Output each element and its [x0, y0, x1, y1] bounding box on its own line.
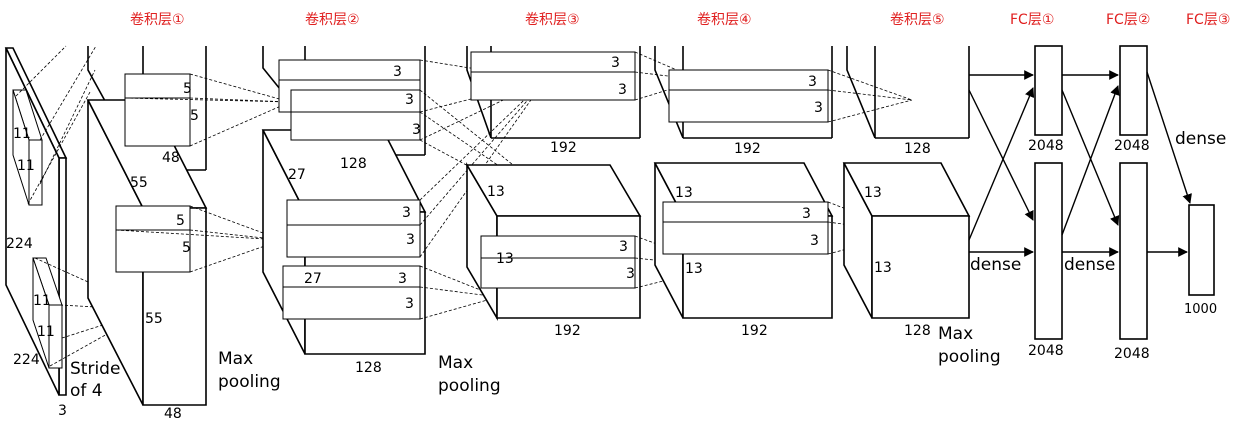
conv1-k3: 5 — [176, 213, 185, 229]
conv2-depth-bottom: 128 — [355, 360, 382, 376]
conv2-block — [261, 46, 427, 355]
conv5-depth-top: 128 — [904, 141, 931, 157]
conv3-depth-bottom: 192 — [554, 323, 581, 339]
conv3-depth-top: 192 — [550, 140, 577, 156]
pool5-line2: pooling — [938, 347, 1001, 367]
title-conv3: 卷积层③ — [525, 12, 580, 28]
conv1-size: 55 — [130, 175, 148, 191]
conv3-k3: 3 — [619, 239, 628, 255]
fc3-dense-label: dense — [1175, 129, 1226, 149]
pool5-line1: Max — [938, 324, 973, 344]
conv5-block — [842, 46, 971, 319]
fc2-dense-label: dense — [1064, 255, 1115, 275]
fc1-bottom-size: 2048 — [1028, 343, 1064, 359]
conv2-k3: 3 — [412, 122, 421, 138]
input-height: 224 — [6, 236, 33, 252]
conv3-size: 13 — [487, 184, 505, 200]
conv2-k4: 3 — [402, 205, 411, 221]
conv2-depth-top: 128 — [340, 156, 367, 172]
pool1-line2: pooling — [218, 372, 281, 392]
conv1-depth-top: 48 — [162, 150, 180, 166]
pool1-line1: Max — [218, 349, 253, 369]
title-fc3: FC层③ — [1186, 12, 1230, 28]
title-fc2: FC层② — [1106, 12, 1150, 28]
conv5-size: 13 — [864, 185, 882, 201]
conv1-out: 55 — [145, 311, 163, 327]
pool2-line2: pooling — [438, 376, 501, 396]
conv4-k2: 3 — [814, 100, 823, 116]
fc1-top-size: 2048 — [1028, 138, 1064, 154]
conv1-k4: 5 — [182, 240, 191, 256]
fc3-block — [1188, 204, 1215, 296]
conv2-k1: 3 — [393, 64, 402, 80]
conv1-k2: 5 — [190, 108, 199, 124]
conv2-k6b: 3 — [405, 296, 414, 312]
fc-arrows — [968, 70, 1192, 257]
conv5-size-inner: 13 — [874, 260, 892, 276]
pool2-line1: Max — [438, 353, 473, 373]
fc2-top-size: 2048 — [1114, 138, 1150, 154]
title-conv5: 卷积层⑤ — [890, 12, 945, 28]
conv2-size: 27 — [288, 167, 306, 183]
conv3-block — [465, 46, 642, 321]
title-conv1: 卷积层① — [130, 12, 185, 28]
fc1-dense-label: dense — [970, 255, 1021, 275]
input-width: 224 — [13, 352, 40, 368]
conv4-k3: 3 — [802, 206, 811, 222]
stride-label-2: of 4 — [70, 381, 103, 401]
conv2-k5: 3 — [406, 232, 415, 248]
title-conv4: 卷积层④ — [697, 12, 752, 28]
fc2-bottom-size: 2048 — [1114, 346, 1150, 362]
title-fc1: FC层① — [1010, 12, 1054, 28]
input-block — [4, 47, 68, 396]
title-conv2: 卷积层② — [305, 12, 360, 28]
conv2-size-inner: 27 — [304, 271, 322, 287]
fc1-block — [1034, 45, 1063, 340]
conv3-k1: 3 — [611, 55, 620, 71]
conv2-k6: 3 — [398, 271, 407, 287]
input-kernel-d: 11 — [37, 324, 55, 340]
conv4-k4: 3 — [810, 233, 819, 249]
fc2-block — [1119, 45, 1148, 340]
conv3-size-inner: 13 — [496, 251, 514, 267]
input-kernel-a: 11 — [13, 126, 31, 142]
conv1-depth-bottom: 48 — [164, 406, 182, 422]
input-depth: 3 — [58, 403, 67, 419]
conv4-depth-top: 192 — [734, 141, 761, 157]
input-kernel-b: 11 — [17, 158, 35, 174]
conv1-block — [86, 46, 208, 406]
conv4-size: 13 — [675, 185, 693, 201]
conv4-block — [653, 46, 834, 319]
input-kernel-c: 11 — [33, 293, 51, 309]
conv4-size-inner: 13 — [685, 261, 703, 277]
conv1-k1: 5 — [183, 81, 192, 97]
stride-label-1: Stride — [70, 359, 120, 379]
conv3-k4: 3 — [626, 266, 635, 282]
fc3-out-size: 1000 — [1184, 302, 1217, 317]
conv4-k1: 3 — [808, 74, 817, 90]
conv4-depth-bottom: 192 — [741, 323, 768, 339]
conv2-k2: 3 — [405, 92, 414, 108]
conv5-depth-bottom: 128 — [904, 323, 931, 339]
conv3-k2: 3 — [618, 82, 627, 98]
